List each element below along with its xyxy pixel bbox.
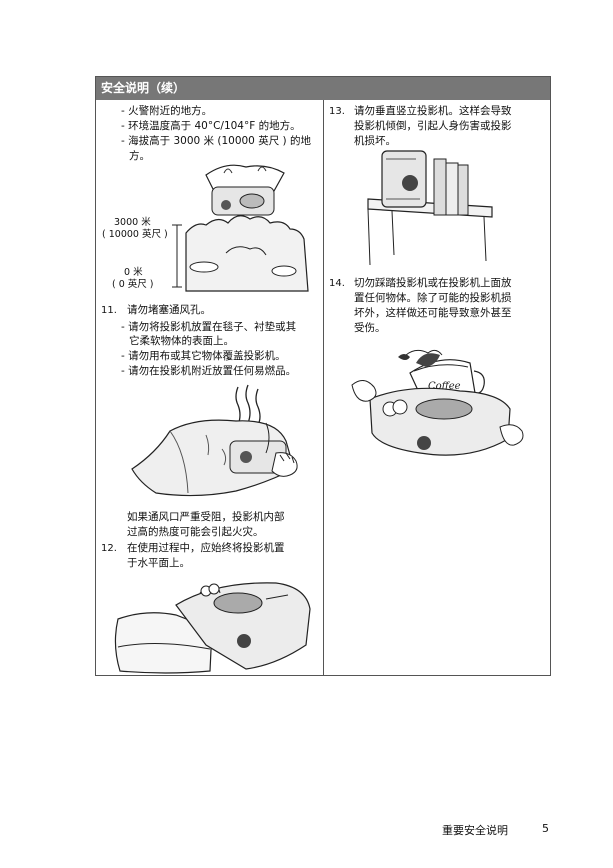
item-11-bullet-1-cont: 它柔软物体的表面上。	[129, 335, 234, 347]
altitude-low-label-ft: ( 0 英尺 )	[112, 279, 154, 290]
bullet-fire: - 火警附近的地方。	[121, 105, 213, 117]
item-11-title: 请勿堵塞通风孔。	[127, 304, 211, 316]
item-14-line-4: 受伤。	[354, 322, 386, 334]
item-14-line-3: 坏外，这样做还可能导致意外甚至	[354, 307, 512, 319]
bullet-temperature: - 环境温度高于 40°C/104°F 的地方。	[121, 120, 301, 132]
altitude-low-label: 0 米	[124, 267, 143, 278]
column-divider	[323, 100, 324, 676]
altitude-high-label-ft: ( 10000 英尺 )	[102, 229, 168, 240]
item-13-line-1: 请勿垂直竖立投影机。这样会导致	[354, 105, 512, 117]
altitude-illustration	[185, 164, 309, 292]
item-12-line-2: 于水平面上。	[127, 557, 190, 569]
item-13-line-3: 机损坏。	[354, 135, 396, 147]
item-11-bullet-2: - 请勿用布或其它物体覆盖投影机。	[121, 350, 286, 362]
item-14-line-2: 置任何物体。除了可能的投影机损	[354, 292, 512, 304]
item-13-number: 13.	[329, 106, 345, 117]
coffee-label: Coffee	[428, 381, 461, 392]
page-number: 5	[542, 822, 549, 835]
upright-projector-illustration	[367, 150, 493, 266]
item-11-note-2: 过高的热度可能会引起火灾。	[127, 526, 264, 538]
item-12-number: 12.	[101, 543, 117, 554]
item-11-bullet-3: - 请勿在投影机附近放置任何易燃品。	[121, 365, 297, 377]
item-11-note-1: 如果通风口严重受阻，投影机内部	[127, 511, 285, 523]
item-11-bullet-1: - 请勿将投影机放置在毯子、衬垫或其	[121, 321, 297, 333]
table-header: 安全说明（续）	[96, 77, 550, 100]
item-14-number: 14.	[329, 278, 345, 289]
item-12-line-1: 在使用过程中，应始终将投影机置	[127, 542, 285, 554]
item-13-line-2: 投影机倾倒，引起人身伤害或投影	[354, 120, 512, 132]
bullet-altitude-cont: 方。	[129, 150, 150, 162]
altitude-high-label: 3000 米	[114, 217, 151, 228]
item-14-line-1: 切勿踩踏投影机或在投影机上面放	[354, 277, 512, 289]
safety-table: 安全说明（续） - 火警附近的地方。 - 环境温度高于 40°C/104°F 的…	[95, 76, 551, 676]
bullet-altitude: - 海拔高于 3000 米 (10000 英尺 ) 的地	[121, 135, 311, 147]
covered-projector-illustration	[131, 384, 298, 497]
tilted-projector-illustration	[114, 582, 311, 674]
item-11-number: 11.	[101, 305, 117, 316]
coffee-projector-illustration: Coffee	[351, 349, 524, 456]
footer-section-title: 重要安全说明	[442, 824, 508, 837]
altitude-scale	[172, 224, 182, 288]
